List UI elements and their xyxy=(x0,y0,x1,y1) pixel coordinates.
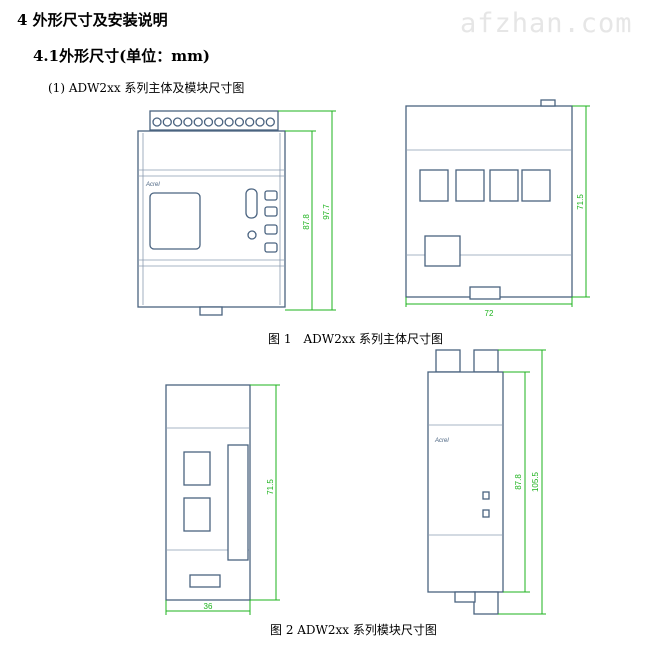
terminal-screw xyxy=(234,117,245,127)
terminal-screw xyxy=(265,117,275,127)
figure-2-caption: 图 2 ADW2xx 系列模块尺寸图 xyxy=(270,623,437,637)
terminal-screw xyxy=(162,117,172,127)
module-side-view: 71.5 36 xyxy=(165,384,280,615)
dimension-lines-fig1: 87.8 97.7 xyxy=(278,110,336,311)
dim-71-5: 71.5 xyxy=(576,194,585,210)
section-heading: 4 外形尺寸及安装说明 xyxy=(17,11,168,29)
terminal-screw xyxy=(203,117,214,127)
terminal-screw xyxy=(183,117,193,127)
dim-87-8: 87.8 xyxy=(302,214,311,230)
subsection-heading: 4.1外形尺寸(单位：mm) xyxy=(33,47,211,65)
main-unit-front-view: Acrel xyxy=(137,110,286,316)
terminal-screw xyxy=(214,117,224,127)
brand-logo-module: Acrel xyxy=(434,438,449,444)
dim-71-5-module: 71.5 xyxy=(266,479,275,495)
module-front-view: Acrel 87.8 105.5 xyxy=(427,349,546,615)
terminal-screw xyxy=(224,117,234,127)
main-unit-side-view: 71.5 72 xyxy=(405,99,590,318)
brand-logo: Acrel xyxy=(145,182,160,188)
terminal-screw xyxy=(193,117,203,127)
terminal-screw xyxy=(152,117,162,127)
dim-72: 72 xyxy=(485,309,494,318)
dim-97-7: 97.7 xyxy=(322,204,331,220)
figure-1-caption: 图 1 ADW2xx 系列主体尺寸图 xyxy=(268,332,444,346)
dim-105-5: 105.5 xyxy=(531,471,540,492)
terminal-screw xyxy=(255,117,265,127)
watermark: afzhan.com xyxy=(460,8,633,39)
terminal-screw xyxy=(172,117,183,127)
dim-87-8-module: 87.8 xyxy=(514,474,523,490)
dim-36: 36 xyxy=(204,602,213,611)
terminal-screw xyxy=(245,117,255,127)
paragraph: (1) ADW2xx 系列主体及模块尺寸图 xyxy=(48,81,245,95)
